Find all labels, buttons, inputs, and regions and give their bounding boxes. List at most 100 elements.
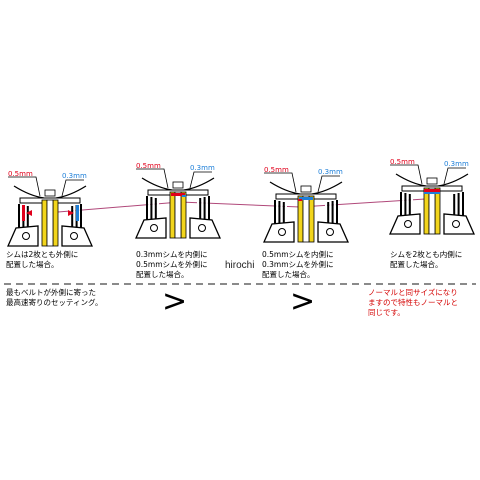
roller-stripe — [453, 194, 456, 216]
roller-stripe — [404, 193, 407, 217]
roller-stripe — [26, 206, 29, 228]
shim-03-label: 0.3mm — [190, 164, 215, 172]
bolt-hole — [22, 232, 30, 240]
bolt-hole — [278, 228, 286, 236]
roller-stripe — [336, 200, 338, 226]
shim-blue — [76, 205, 79, 221]
pulley-panel-2: 0.5mm 0.3mm — [134, 162, 222, 239]
roller-stripe — [197, 198, 199, 220]
roller-stripe — [331, 201, 334, 225]
shim-05-label: 0.5mm — [8, 170, 33, 178]
shim-red — [298, 199, 302, 201]
roller-stripe — [274, 200, 276, 226]
spacer-right — [434, 187, 441, 235]
roller-stripe — [411, 194, 413, 216]
arrow-red — [68, 210, 74, 216]
leader-line — [390, 164, 423, 185]
roller-stripe — [24, 205, 27, 229]
pulley-panel-1: 0.5mm 0.3mm — [6, 170, 94, 247]
roller-stripe — [148, 196, 151, 222]
roller-stripe — [462, 192, 464, 218]
leader-line — [443, 167, 466, 185]
roller-stripe — [325, 202, 327, 224]
nut — [44, 189, 56, 197]
shim-blue — [424, 192, 440, 194]
roller-stripe — [73, 205, 76, 229]
panel-2-caption: 0.3mmシムを内側に 0.5mmシムを外側に 配置した場合。 — [136, 250, 208, 279]
roller-stripe — [455, 193, 458, 217]
panel-3-caption: 0.5mmシムを内側に 0.3mmシムを外側に 配置した場合。 — [262, 250, 334, 279]
roller-stripe — [69, 206, 71, 228]
shim-05-label: 0.5mm — [264, 166, 289, 174]
spacer-left — [423, 187, 430, 235]
shaft — [302, 195, 310, 243]
spacer-left — [169, 191, 176, 239]
roller-stripe — [400, 192, 402, 218]
sheave-arc-right — [437, 173, 469, 187]
roller-stripe — [157, 198, 159, 220]
roller-stripe — [18, 204, 20, 230]
roller-stripe — [408, 194, 411, 216]
leader-line — [61, 179, 84, 197]
roller-stripe — [71, 206, 74, 228]
arrow-red — [26, 210, 32, 216]
shim-03-label: 0.3mm — [318, 168, 343, 176]
roller-stripe — [152, 197, 155, 221]
shim-red — [424, 189, 440, 192]
shim-05-label: 0.5mm — [136, 162, 161, 170]
shim-blue — [299, 197, 313, 200]
shaft — [174, 191, 182, 239]
bolt-hole — [198, 224, 206, 232]
roller-stripe — [20, 204, 23, 230]
roller-stripe — [457, 193, 460, 217]
nut — [426, 177, 438, 185]
nut — [172, 181, 184, 189]
spacer-right — [180, 191, 187, 239]
roller-stripe — [406, 193, 409, 217]
leader-line — [136, 168, 169, 189]
bolt-hole — [404, 220, 412, 228]
roller-stripe — [285, 202, 287, 224]
shim-blue — [182, 195, 186, 197]
leader-line — [8, 176, 41, 197]
roller-stripe — [203, 197, 206, 221]
belt-line — [57, 198, 426, 213]
roller-stripe — [282, 202, 285, 224]
greater-than-1: > — [162, 284, 188, 319]
leader-line — [264, 172, 297, 193]
sheave-arc-right — [183, 177, 215, 191]
sheave-arc-right — [55, 185, 87, 199]
roller-stripe — [278, 201, 281, 225]
spacer-left — [297, 195, 304, 243]
leader-line — [189, 171, 212, 189]
spacer-right — [52, 199, 59, 247]
roller-stripe — [150, 197, 153, 221]
bolt-hole — [452, 220, 460, 228]
right-note: ノーマルと同サイズになり ますので特性もノーマルと 同じです。 — [368, 288, 458, 317]
roller-stripe — [208, 196, 210, 222]
shaft — [428, 187, 436, 235]
pulley-panel-3: 0.5mm 0.3mm — [262, 166, 350, 243]
roller-stripe — [146, 196, 148, 222]
roller-stripe — [451, 194, 453, 216]
greater-than-2: > — [290, 284, 316, 319]
roller-stripe — [201, 197, 204, 221]
bolt-hole — [70, 232, 78, 240]
shim-red — [171, 193, 185, 196]
shim-03-label: 0.3mm — [62, 172, 87, 180]
roller-stripe — [80, 204, 82, 230]
shaft — [46, 199, 54, 247]
roller-stripe — [29, 206, 31, 228]
roller-stripe — [154, 198, 157, 220]
roller-stripe — [327, 202, 330, 224]
watermark: hirochi — [225, 260, 255, 271]
leader-line — [317, 175, 340, 193]
left-note: 最もベルトが外側に寄った 最高速寄りのセッティング。 — [6, 288, 103, 307]
sheave-arc-right — [311, 181, 343, 195]
panel-4-caption: シムを2枚とも内側に 配置した場合。 — [390, 250, 463, 269]
roller-stripe — [329, 201, 332, 225]
roller-stripe — [402, 192, 405, 218]
spacer-left — [41, 199, 48, 247]
